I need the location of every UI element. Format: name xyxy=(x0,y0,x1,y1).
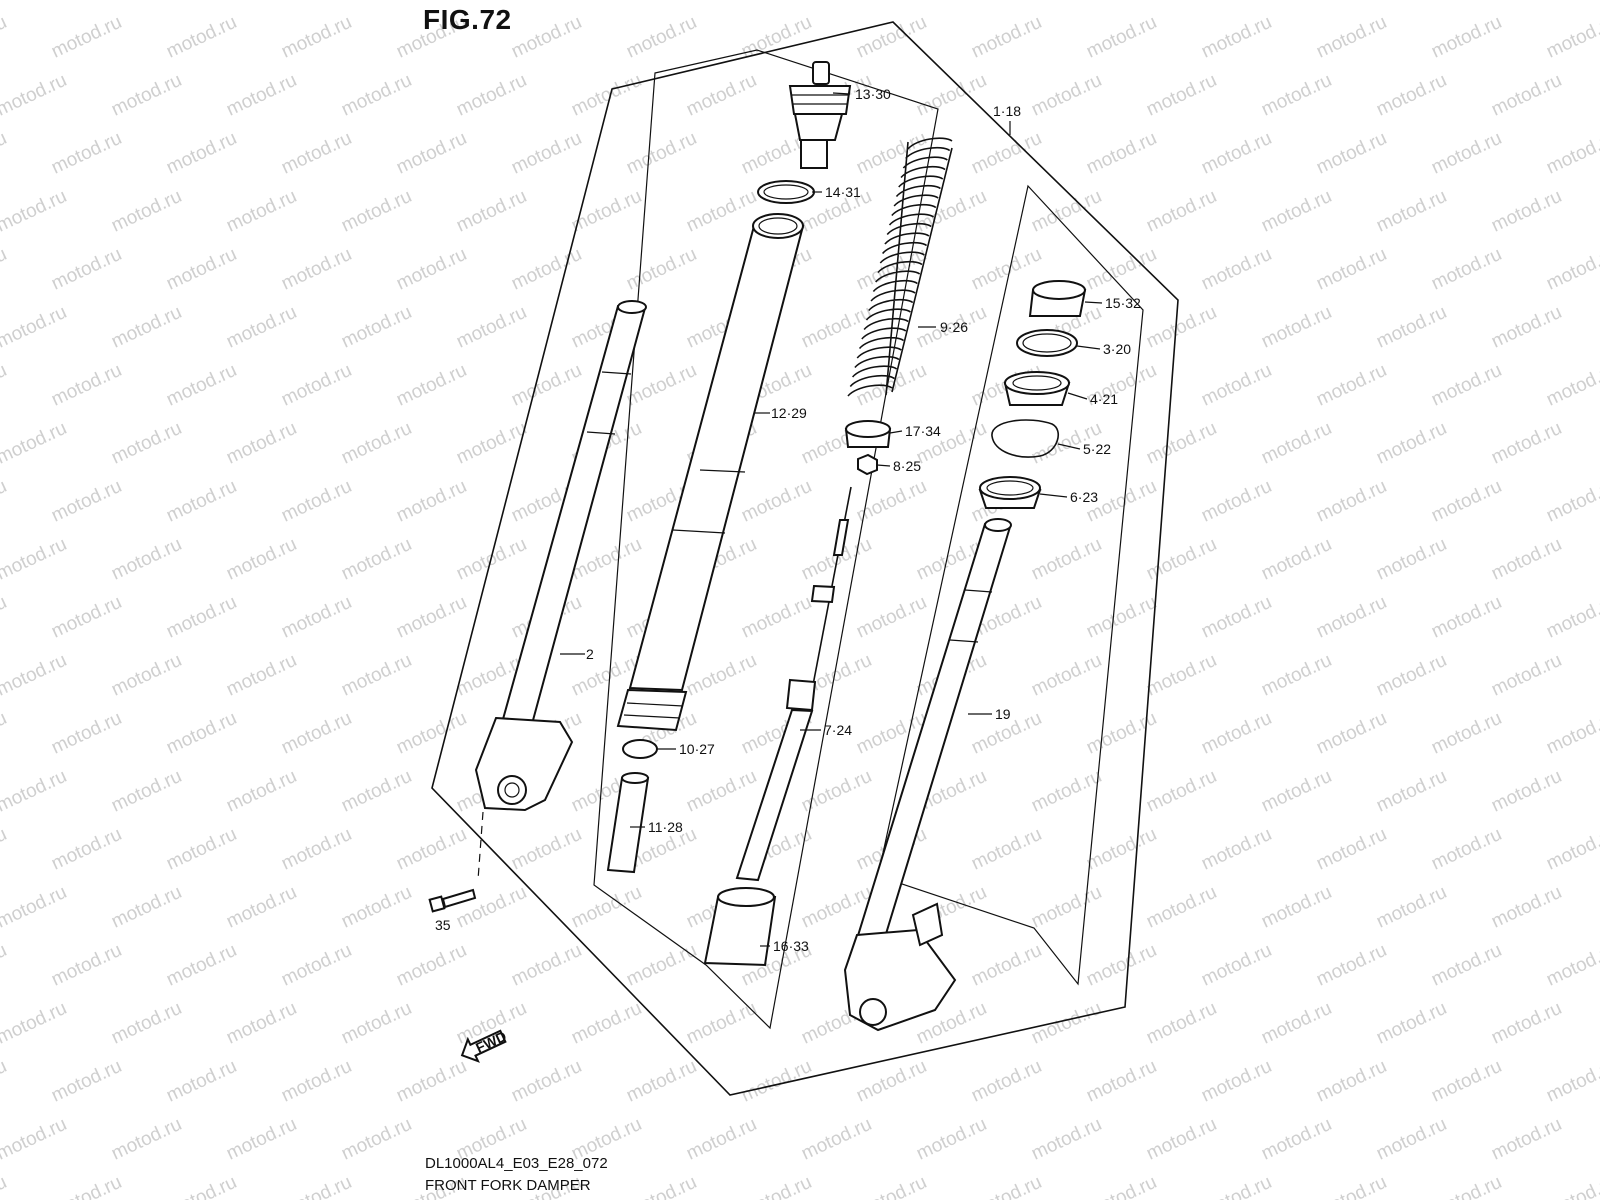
leader-line xyxy=(1067,392,1088,400)
fwd-arrow: FWD xyxy=(460,1028,509,1063)
label-part-11: 11·28 xyxy=(648,819,683,835)
part-2-inner-tube xyxy=(474,300,647,812)
leader-line xyxy=(1076,345,1101,350)
leader-line xyxy=(1057,443,1081,450)
part-15-ring xyxy=(1028,280,1087,317)
label-part-8: 8·25 xyxy=(893,458,921,474)
label-part-3: 3·20 xyxy=(1103,341,1131,357)
label-part-4: 4·21 xyxy=(1090,391,1118,407)
part-19-inner-tube xyxy=(843,518,1012,1032)
part-8-nut xyxy=(857,453,878,476)
part-17-spring-seat xyxy=(844,420,892,448)
leader-line xyxy=(876,464,891,467)
label-part-15: 15·32 xyxy=(1105,295,1141,311)
fwd-label: FWD xyxy=(473,1028,509,1056)
frame-inner-tube xyxy=(877,184,1144,986)
leader-line xyxy=(1084,301,1103,304)
label-part-14: 14·31 xyxy=(825,184,861,200)
drawing-name: FRONT FORK DAMPER xyxy=(425,1177,591,1194)
part-7-damper-rod xyxy=(735,486,852,882)
assembly-outline xyxy=(431,21,1179,1096)
label-part-35: 35 xyxy=(435,917,451,933)
label-part-5: 5·22 xyxy=(1083,441,1111,457)
figure-title: FIG.72 xyxy=(423,4,512,35)
part-labels: 13·30 14·31 1·18 12·29 9·26 17·34 8·25 1… xyxy=(435,86,1141,954)
part-6-dust-seal xyxy=(978,476,1042,509)
label-part-13: 13·30 xyxy=(855,86,891,102)
label-part-19: 19 xyxy=(995,706,1011,722)
label-part-1: 1·18 xyxy=(993,103,1021,119)
label-part-7: 7·24 xyxy=(824,722,852,738)
part-11-spacer xyxy=(606,772,650,874)
drawing-code: DL1000AL4_E03_E28_072 xyxy=(425,1155,608,1172)
part-10-oil-seal xyxy=(622,739,658,759)
label-part-6: 6·23 xyxy=(1070,489,1098,505)
label-part-10: 10·27 xyxy=(679,741,715,757)
label-part-17: 17·34 xyxy=(905,423,941,439)
bolt-guide-line xyxy=(477,811,484,881)
part-12-outer-tube xyxy=(616,213,805,732)
part-9-spring xyxy=(847,137,953,397)
leader-line xyxy=(832,92,851,95)
label-part-2: 2 xyxy=(586,646,594,662)
leader-line xyxy=(1039,493,1068,498)
leader-line xyxy=(889,430,903,434)
part-35-bolt xyxy=(428,888,477,913)
label-part-9: 9·26 xyxy=(940,319,968,335)
leader-lines xyxy=(560,92,1103,947)
part-4-oil-seal xyxy=(1003,371,1071,406)
frame-outer-tube xyxy=(593,49,939,1030)
part-13-fork-cap xyxy=(788,61,852,169)
part-14-o-ring xyxy=(757,180,815,204)
label-part-16: 16·33 xyxy=(773,938,809,954)
part-5-stopper-ring xyxy=(991,419,1060,458)
part-16-bushing xyxy=(703,887,777,967)
label-part-12: 12·29 xyxy=(771,405,807,421)
